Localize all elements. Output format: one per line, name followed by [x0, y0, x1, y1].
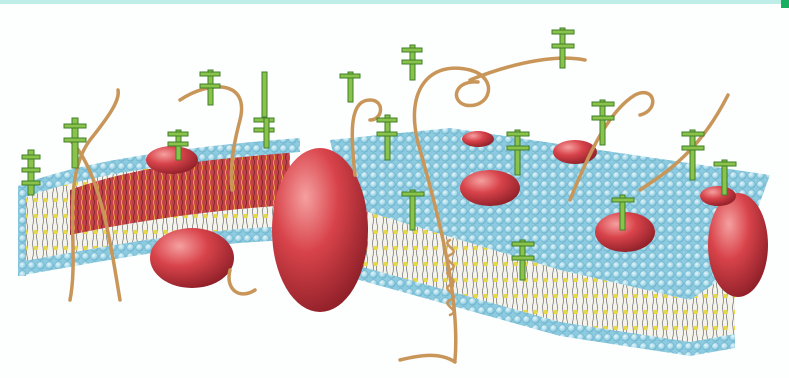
- chain-11: [592, 100, 614, 145]
- protein-right-edge: [708, 193, 768, 297]
- surface-protein-1: [460, 170, 520, 206]
- chain-8: [402, 45, 422, 80]
- chain-9: [552, 28, 574, 68]
- main-membrane-slab: [330, 128, 770, 356]
- chain-4: [200, 70, 220, 105]
- left-front-edge: [18, 186, 26, 276]
- filament-upper-right: [470, 58, 585, 80]
- protein-left-bottom: [150, 228, 234, 288]
- surface-protein-5: [700, 186, 736, 206]
- surface-protein-4: [462, 131, 494, 147]
- protein-left-top: [146, 146, 198, 174]
- chain-2: [64, 118, 86, 168]
- filament-bottom-left: [229, 270, 255, 294]
- chain-5: [254, 72, 274, 148]
- filament-bottom-center: [400, 355, 455, 362]
- chain-6: [340, 72, 360, 102]
